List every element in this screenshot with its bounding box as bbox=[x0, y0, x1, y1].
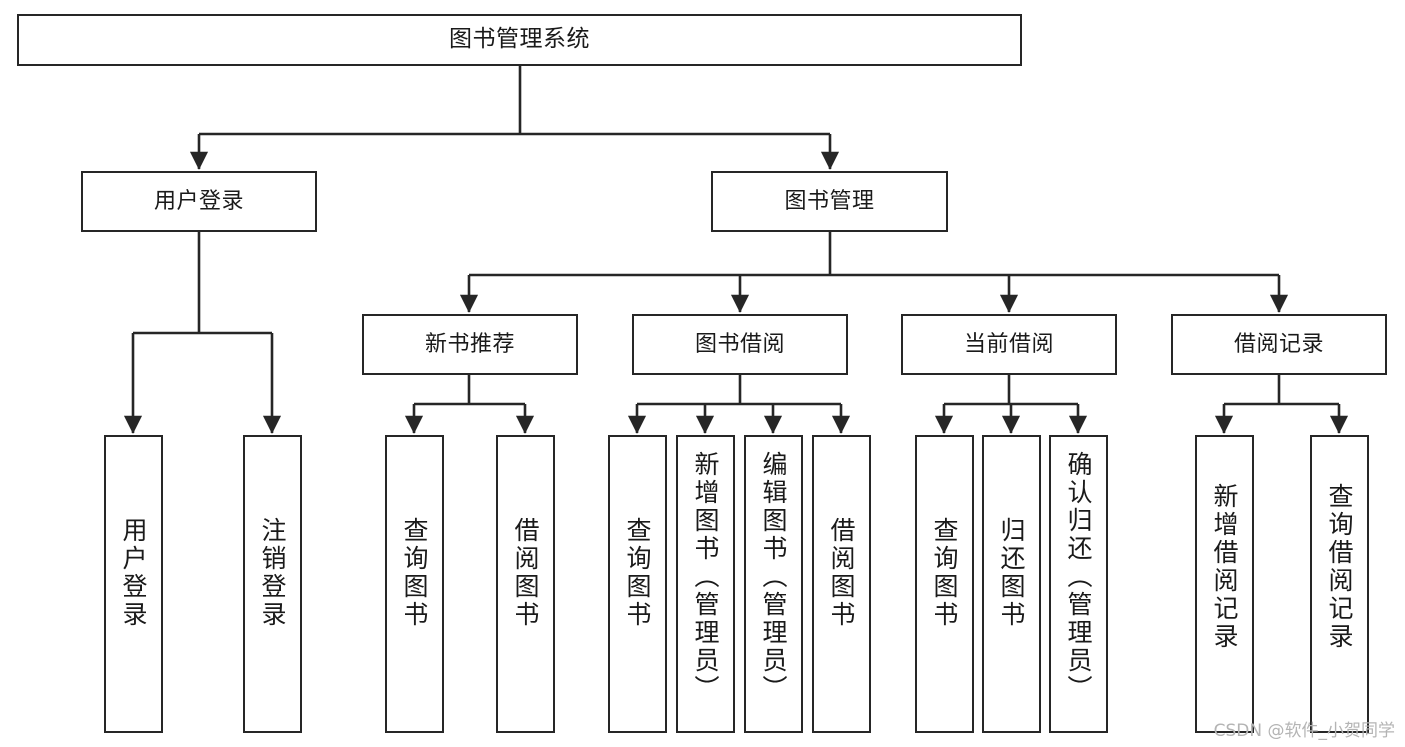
node-leaf-query-record-label: 查询借阅记录 bbox=[1325, 483, 1354, 651]
node-leaf-query-book-3[interactable]: 查询图书 bbox=[915, 435, 974, 733]
node-leaf-query-book-2[interactable]: 查询图书 bbox=[608, 435, 667, 733]
node-current-borrow[interactable]: 当前借阅 bbox=[901, 314, 1117, 375]
node-leaf-edit-book-label: 编辑图书（管理员） bbox=[759, 451, 788, 703]
node-borrow-record[interactable]: 借阅记录 bbox=[1171, 314, 1387, 375]
node-leaf-confirm-return-label: 确认归还（管理员） bbox=[1064, 451, 1093, 703]
node-leaf-query-book-2-label: 查询图书 bbox=[623, 517, 652, 629]
node-new-book-recommend[interactable]: 新书推荐 bbox=[362, 314, 578, 375]
node-current-borrow-label: 当前借阅 bbox=[963, 331, 1054, 357]
node-leaf-user-login-label: 用户登录 bbox=[119, 517, 148, 629]
node-root-label: 图书管理系统 bbox=[449, 26, 590, 53]
node-leaf-borrow-book-2[interactable]: 借阅图书 bbox=[812, 435, 871, 733]
node-leaf-return-book-label: 归还图书 bbox=[997, 517, 1026, 629]
node-leaf-query-book-1[interactable]: 查询图书 bbox=[385, 435, 444, 733]
node-book-manage-label: 图书管理 bbox=[784, 188, 875, 214]
node-new-book-recommend-label: 新书推荐 bbox=[424, 331, 515, 357]
node-book-manage[interactable]: 图书管理 bbox=[711, 171, 948, 232]
node-leaf-add-book-label: 新增图书（管理员） bbox=[691, 451, 720, 703]
node-leaf-query-record[interactable]: 查询借阅记录 bbox=[1310, 435, 1369, 733]
node-leaf-query-book-1-label: 查询图书 bbox=[400, 517, 429, 629]
node-root[interactable]: 图书管理系统 bbox=[17, 14, 1022, 66]
node-leaf-user-login[interactable]: 用户登录 bbox=[104, 435, 163, 733]
node-user-login-label: 用户登录 bbox=[153, 188, 244, 214]
node-borrow-record-label: 借阅记录 bbox=[1233, 331, 1324, 357]
node-leaf-query-book-3-label: 查询图书 bbox=[930, 517, 959, 629]
node-leaf-add-record[interactable]: 新增借阅记录 bbox=[1195, 435, 1254, 733]
node-leaf-borrow-book-1[interactable]: 借阅图书 bbox=[496, 435, 555, 733]
watermark-text: CSDN @软件_小贺同学 bbox=[1213, 721, 1395, 741]
node-leaf-borrow-book-1-label: 借阅图书 bbox=[511, 517, 540, 629]
node-book-borrow-label: 图书借阅 bbox=[694, 331, 785, 357]
node-leaf-return-book[interactable]: 归还图书 bbox=[982, 435, 1041, 733]
node-leaf-user-logout-label: 注销登录 bbox=[258, 517, 287, 629]
node-leaf-edit-book[interactable]: 编辑图书（管理员） bbox=[744, 435, 803, 733]
node-leaf-borrow-book-2-label: 借阅图书 bbox=[827, 517, 856, 629]
node-leaf-user-logout[interactable]: 注销登录 bbox=[243, 435, 302, 733]
node-user-login[interactable]: 用户登录 bbox=[81, 171, 317, 232]
node-leaf-add-book[interactable]: 新增图书（管理员） bbox=[676, 435, 735, 733]
node-book-borrow[interactable]: 图书借阅 bbox=[632, 314, 848, 375]
node-leaf-confirm-return[interactable]: 确认归还（管理员） bbox=[1049, 435, 1108, 733]
node-leaf-add-record-label: 新增借阅记录 bbox=[1210, 483, 1239, 651]
